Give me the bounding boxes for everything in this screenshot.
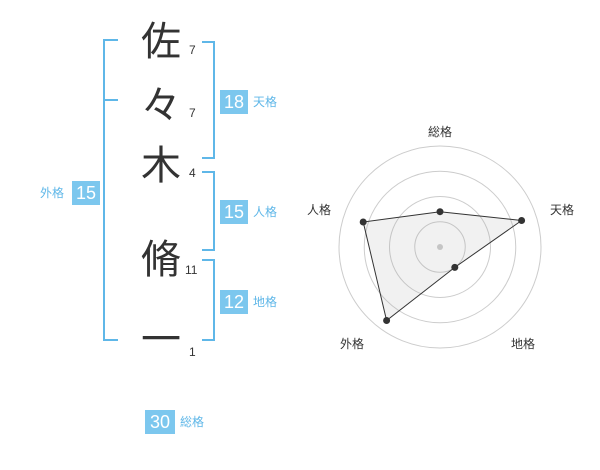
- radar-label-soukaku: 総格: [428, 125, 453, 139]
- radar-label-gaikaku: 外格: [340, 337, 365, 351]
- radar-point-5: [359, 218, 367, 226]
- radar-polygon: [362, 211, 523, 322]
- stroke-count-3: 4: [189, 166, 196, 180]
- name-char-3: 木: [141, 143, 181, 189]
- gaikaku-label: 外格: [40, 186, 65, 200]
- tenkaku-label: 天格: [253, 95, 278, 109]
- stroke-count-2: 7: [189, 106, 196, 120]
- name-char-1: 佐: [141, 19, 181, 65]
- radar-ring-2: [389, 196, 491, 298]
- radar-ring-3: [363, 170, 517, 324]
- gaikaku-value: 15: [72, 181, 100, 205]
- radar-label-chikaku: 地格: [511, 337, 536, 351]
- radar-label-tenkaku: 天格: [550, 203, 575, 217]
- tenkaku-value: 18: [220, 90, 248, 114]
- radar-point-1: [436, 208, 444, 216]
- chikaku-bracket: [202, 259, 215, 341]
- stroke-count-5: 1: [189, 345, 196, 359]
- radar-point-2: [518, 217, 526, 224]
- radar-ring-4: [338, 145, 542, 349]
- soukaku-value: 30: [145, 410, 175, 434]
- radar-label-jinkaku: 人格: [307, 203, 332, 217]
- name-char-2: 々: [141, 83, 181, 129]
- gaikaku-bracket: [103, 39, 118, 341]
- name-char-4: 脩: [141, 237, 181, 283]
- jinkaku-bracket: [202, 171, 215, 251]
- jinkaku-label: 人格: [253, 205, 278, 219]
- tenkaku-bracket: [202, 41, 215, 159]
- name-char-5: 一: [141, 317, 181, 363]
- radar-ring-1: [414, 221, 466, 273]
- radar-point-4: [383, 317, 391, 324]
- soukaku-label: 総格: [180, 415, 205, 429]
- radar-center: [437, 244, 443, 250]
- chikaku-value: 12: [220, 290, 248, 314]
- radar-point-3: [451, 263, 459, 271]
- chikaku-label: 地格: [253, 295, 278, 309]
- radar-chart: [338, 145, 542, 349]
- stroke-count-4: 11: [185, 263, 198, 277]
- stroke-count-1: 7: [189, 43, 196, 57]
- jinkaku-value: 15: [220, 200, 248, 224]
